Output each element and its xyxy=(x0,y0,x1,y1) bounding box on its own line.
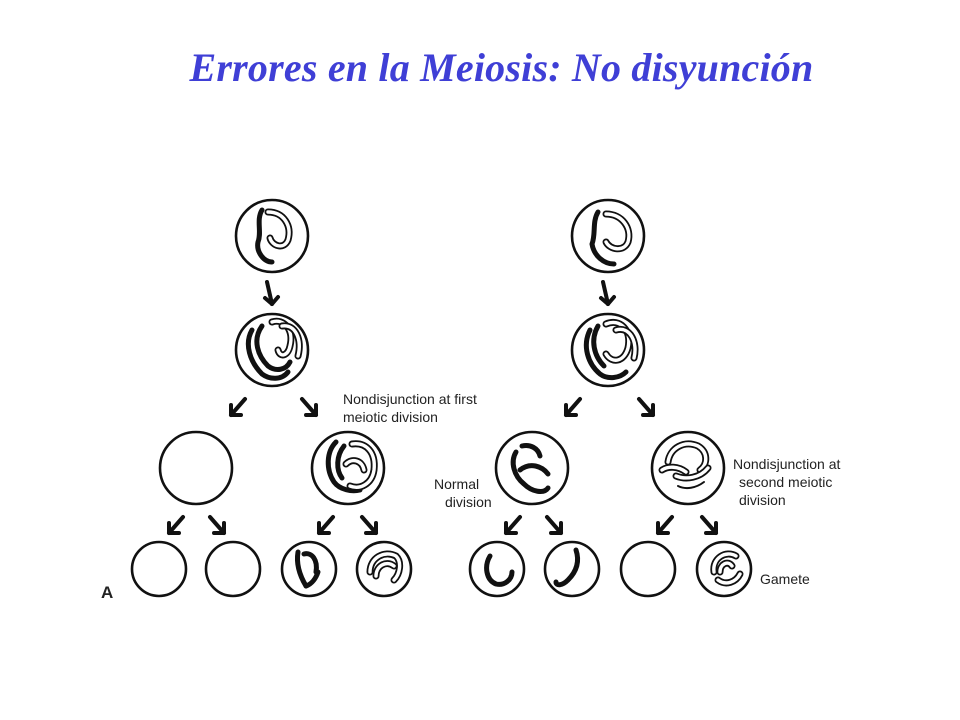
right-gamete-3 xyxy=(619,540,677,598)
left-arrow-1 xyxy=(263,280,280,306)
right-tree xyxy=(468,198,753,598)
right-normal-daughter-cell xyxy=(494,430,570,506)
right-arrow-2b xyxy=(637,397,655,417)
right-arrow-3a xyxy=(504,515,522,535)
left-paired-cell xyxy=(234,312,310,388)
left-gamete-2 xyxy=(204,540,262,598)
left-parent-cell xyxy=(234,198,310,274)
label-second-division-line2: second meiotic xyxy=(739,474,832,490)
label-second-division-line3: division xyxy=(739,492,786,508)
left-empty-daughter-cell xyxy=(158,430,234,506)
panel-label: A xyxy=(101,583,113,602)
left-arrow-3a xyxy=(167,515,185,535)
label-second-division-line1: Nondisjunction at xyxy=(733,456,841,472)
right-arrow-3d xyxy=(700,515,718,535)
label-first-division-line1: Nondisjunction at first xyxy=(343,391,477,407)
right-paired-cell xyxy=(570,312,646,388)
label-normal-line2: division xyxy=(445,494,492,510)
label-first-division-line2: meiotic division xyxy=(343,409,438,425)
slide-title: Errores en la Meiosis: No disyunción xyxy=(189,45,814,90)
left-arrow-3b xyxy=(208,515,226,535)
left-arrow-2b xyxy=(300,397,318,417)
left-arrow-3c xyxy=(317,515,335,535)
right-arrow-3c xyxy=(656,515,674,535)
left-gamete-4 xyxy=(355,540,413,598)
right-arrow-2a xyxy=(564,397,582,417)
label-normal-line1: Normal xyxy=(434,476,479,492)
left-arrow-2a xyxy=(229,397,247,417)
left-tree xyxy=(130,198,413,598)
right-gamete-2 xyxy=(543,540,601,598)
left-arrow-3d xyxy=(360,515,378,535)
right-gamete-1 xyxy=(468,540,526,598)
right-parent-cell xyxy=(570,198,646,274)
left-nondisjunction-daughter-cell xyxy=(310,430,386,506)
right-arrow-1 xyxy=(599,280,616,306)
right-arrow-3b xyxy=(545,515,563,535)
left-gamete-1 xyxy=(130,540,188,598)
right-gamete-4 xyxy=(695,540,753,598)
left-gamete-3 xyxy=(280,540,338,598)
right-nondisjunction-daughter-cell xyxy=(650,430,726,506)
label-gametes: Gamete xyxy=(760,571,810,587)
